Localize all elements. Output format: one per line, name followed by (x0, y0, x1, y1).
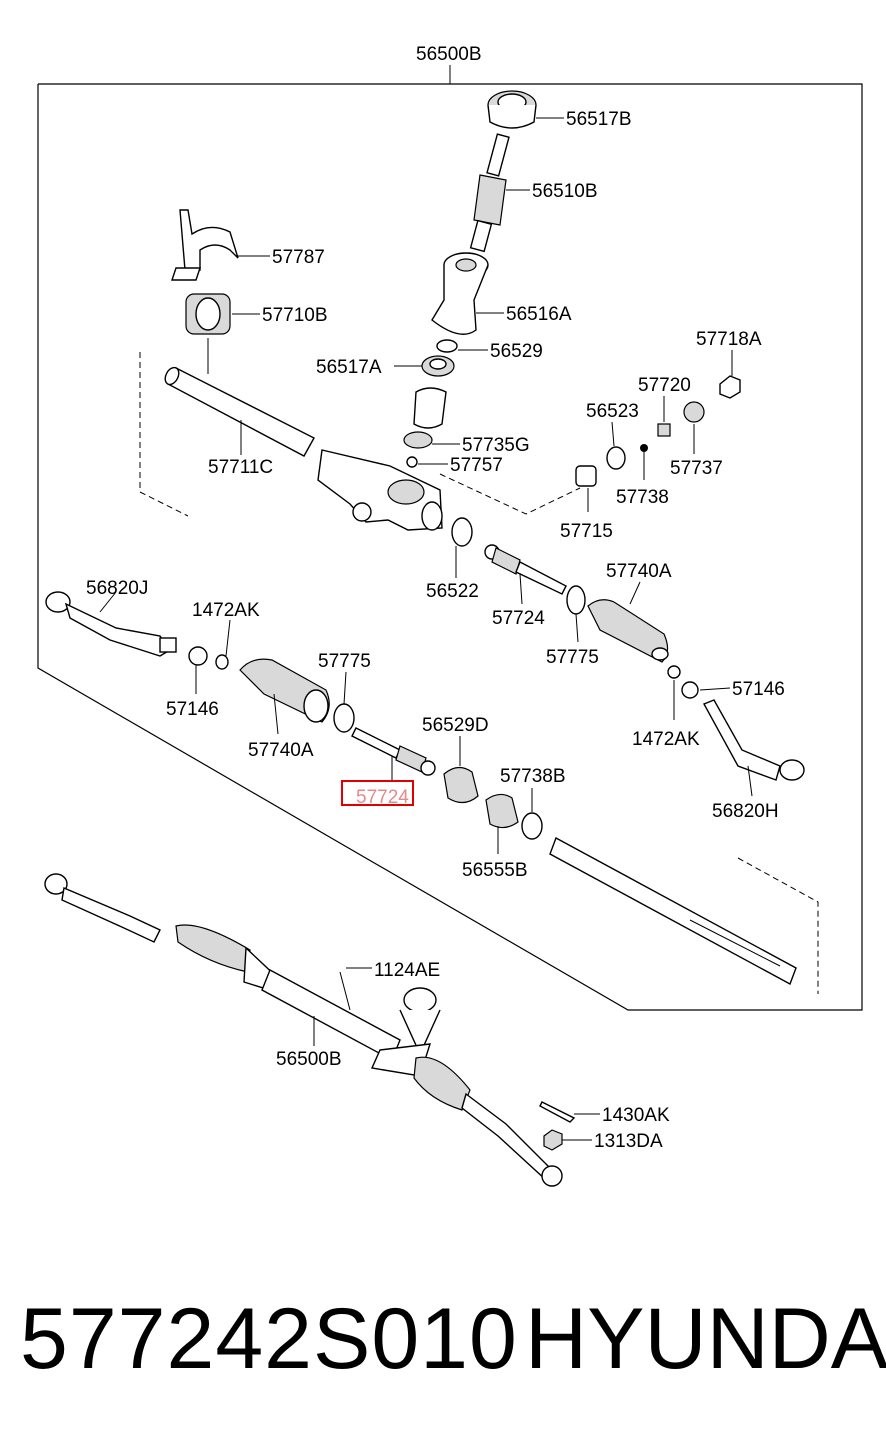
label-57146-left: 57146 (166, 699, 219, 720)
label-56529D: 56529D (422, 715, 489, 736)
label-56500B-top: 56500B (416, 44, 482, 65)
leader-lines (99, 117, 753, 1141)
nut-57718A-part (719, 375, 741, 399)
adjust-nut-57720-part (657, 423, 671, 437)
complete-assembly-part (44, 873, 563, 1187)
label-57787: 57787 (272, 247, 325, 268)
ring-57738B-part (521, 812, 543, 840)
label-57720: 57720 (638, 375, 691, 396)
label-57715: 57715 (560, 521, 613, 542)
clip-1472AK-left-part (215, 654, 229, 670)
inner-tie-rod-upper-part (484, 544, 567, 595)
label-57775-right: 57775 (546, 647, 599, 668)
seal-56529-part (436, 339, 458, 353)
label-57737: 57737 (670, 458, 723, 479)
yoke-part (403, 387, 447, 468)
screw-57738-part (640, 444, 648, 452)
bushing-part (185, 293, 231, 335)
boot-left-part (239, 658, 330, 723)
label-56510B: 56510B (532, 181, 598, 202)
clamp-57775-left-part (333, 703, 355, 733)
castle-nut-part (543, 1129, 563, 1151)
label-56516A: 56516A (506, 304, 572, 325)
pinion-shaft-part (469, 133, 510, 253)
label-57757: 57757 (450, 455, 503, 476)
part-number: 577242S010 (20, 1291, 518, 1387)
brand-name: HYUNDAI (525, 1291, 886, 1387)
bearing-cap-part (487, 90, 537, 129)
label-56523: 56523 (586, 401, 639, 422)
label-57740A-right: 57740A (606, 561, 672, 582)
boot-right-part (587, 599, 669, 663)
label-57724-upper: 57724 (492, 608, 545, 629)
label-56555B: 56555B (462, 860, 528, 881)
seal-56522-part (451, 517, 473, 547)
label-1472AK-left: 1472AK (192, 600, 260, 621)
label-57710B: 57710B (262, 305, 328, 326)
bearing-56517A-part (421, 355, 455, 377)
label-1430AK: 1430AK (602, 1105, 670, 1126)
label-56820H: 56820H (712, 801, 779, 822)
tie-rod-end-right-part (667, 665, 805, 781)
pinion-housing-part (431, 252, 489, 335)
label-56529: 56529 (490, 341, 543, 362)
nut-57146-left-part (188, 646, 208, 666)
rack-bar-part (549, 837, 819, 994)
label-57738B: 57738B (500, 766, 566, 787)
highlight-box (341, 780, 414, 806)
label-57735G: 57735G (462, 435, 530, 456)
label-57711C: 57711C (208, 457, 273, 478)
cap-56523-part (606, 446, 626, 470)
tie-rod-end-left-part (45, 591, 177, 657)
bushing-56555B-part (485, 793, 519, 829)
clamp-57775-right-part (566, 585, 586, 615)
footer: 577242S010 HYUNDAI (20, 1290, 886, 1400)
label-1313DA: 1313DA (594, 1131, 663, 1152)
plug-57737-part (683, 401, 705, 423)
assembly-frame (37, 65, 863, 1011)
plug-57715-part (575, 465, 597, 487)
clamp-bracket-part (171, 209, 239, 281)
label-56500B-lower: 56500B (276, 1049, 342, 1070)
label-56522: 56522 (426, 581, 479, 602)
label-56517A: 56517A (316, 357, 382, 378)
label-57718A: 57718A (696, 329, 762, 350)
label-56517B: 56517B (566, 109, 632, 130)
label-57775-left: 57775 (318, 651, 371, 672)
label-56820J: 56820J (86, 578, 148, 599)
rack-tube-part (139, 338, 315, 517)
inner-tie-rod-highlighted-part (351, 727, 436, 776)
label-1124AE: 1124AE (374, 960, 440, 981)
label-57738: 57738 (616, 487, 669, 508)
label-57740A-left: 57740A (248, 740, 314, 761)
label-1472AK-right: 1472AK (632, 729, 700, 750)
label-57724-highlighted: 57724 (356, 787, 409, 808)
gear-housing-part (317, 449, 581, 531)
cotter-pin-part (539, 1101, 576, 1123)
bushing-56529D-part (443, 766, 479, 804)
label-57146-right: 57146 (732, 679, 785, 700)
